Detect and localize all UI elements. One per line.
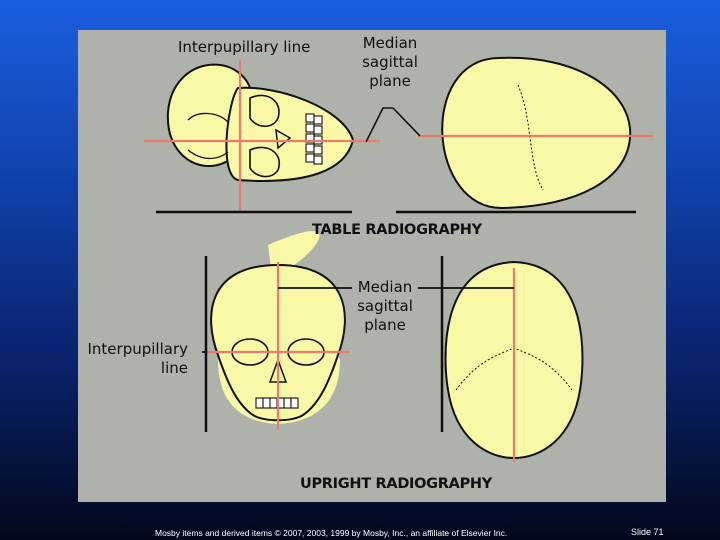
upright-radiography-caption: UPRIGHT RADIOGRAPHY bbox=[300, 476, 492, 492]
top-median-line-2: sagittal bbox=[362, 53, 418, 71]
skull-posterior-upright bbox=[444, 260, 584, 462]
slide-number: Slide 71 bbox=[631, 527, 664, 537]
copyright-credit: Mosby items and derived items © 2007, 20… bbox=[155, 528, 508, 538]
bottom-interpupillary-line-1: Interpupillary bbox=[87, 340, 189, 358]
radiography-figure: Interpupillary line Median sagittal plan… bbox=[78, 30, 666, 502]
top-median-line-1: Median bbox=[362, 34, 418, 52]
top-interpupillary-label: Interpupillary line bbox=[178, 38, 311, 56]
bottom-median-line-1: Median bbox=[357, 278, 413, 296]
skull-illustrations bbox=[144, 56, 653, 462]
top-pointer bbox=[365, 107, 421, 143]
bottom-median-line-3: plane bbox=[364, 316, 406, 334]
skull-frontal-upright bbox=[206, 231, 350, 430]
top-median-label: Median sagittal plane bbox=[348, 34, 432, 91]
bottom-interpupillary-line-2: line bbox=[160, 359, 188, 377]
bottom-median-label: Median sagittal plane bbox=[348, 278, 422, 335]
bottom-interpupillary-label: Interpupillary line bbox=[80, 340, 189, 378]
skull-vertex-table bbox=[418, 56, 653, 210]
skull-lateral-table bbox=[144, 60, 380, 210]
table-radiography-caption: TABLE RADIOGRAPHY bbox=[312, 222, 482, 238]
bottom-median-line-2: sagittal bbox=[357, 297, 413, 315]
top-median-line-3: plane bbox=[369, 72, 411, 90]
